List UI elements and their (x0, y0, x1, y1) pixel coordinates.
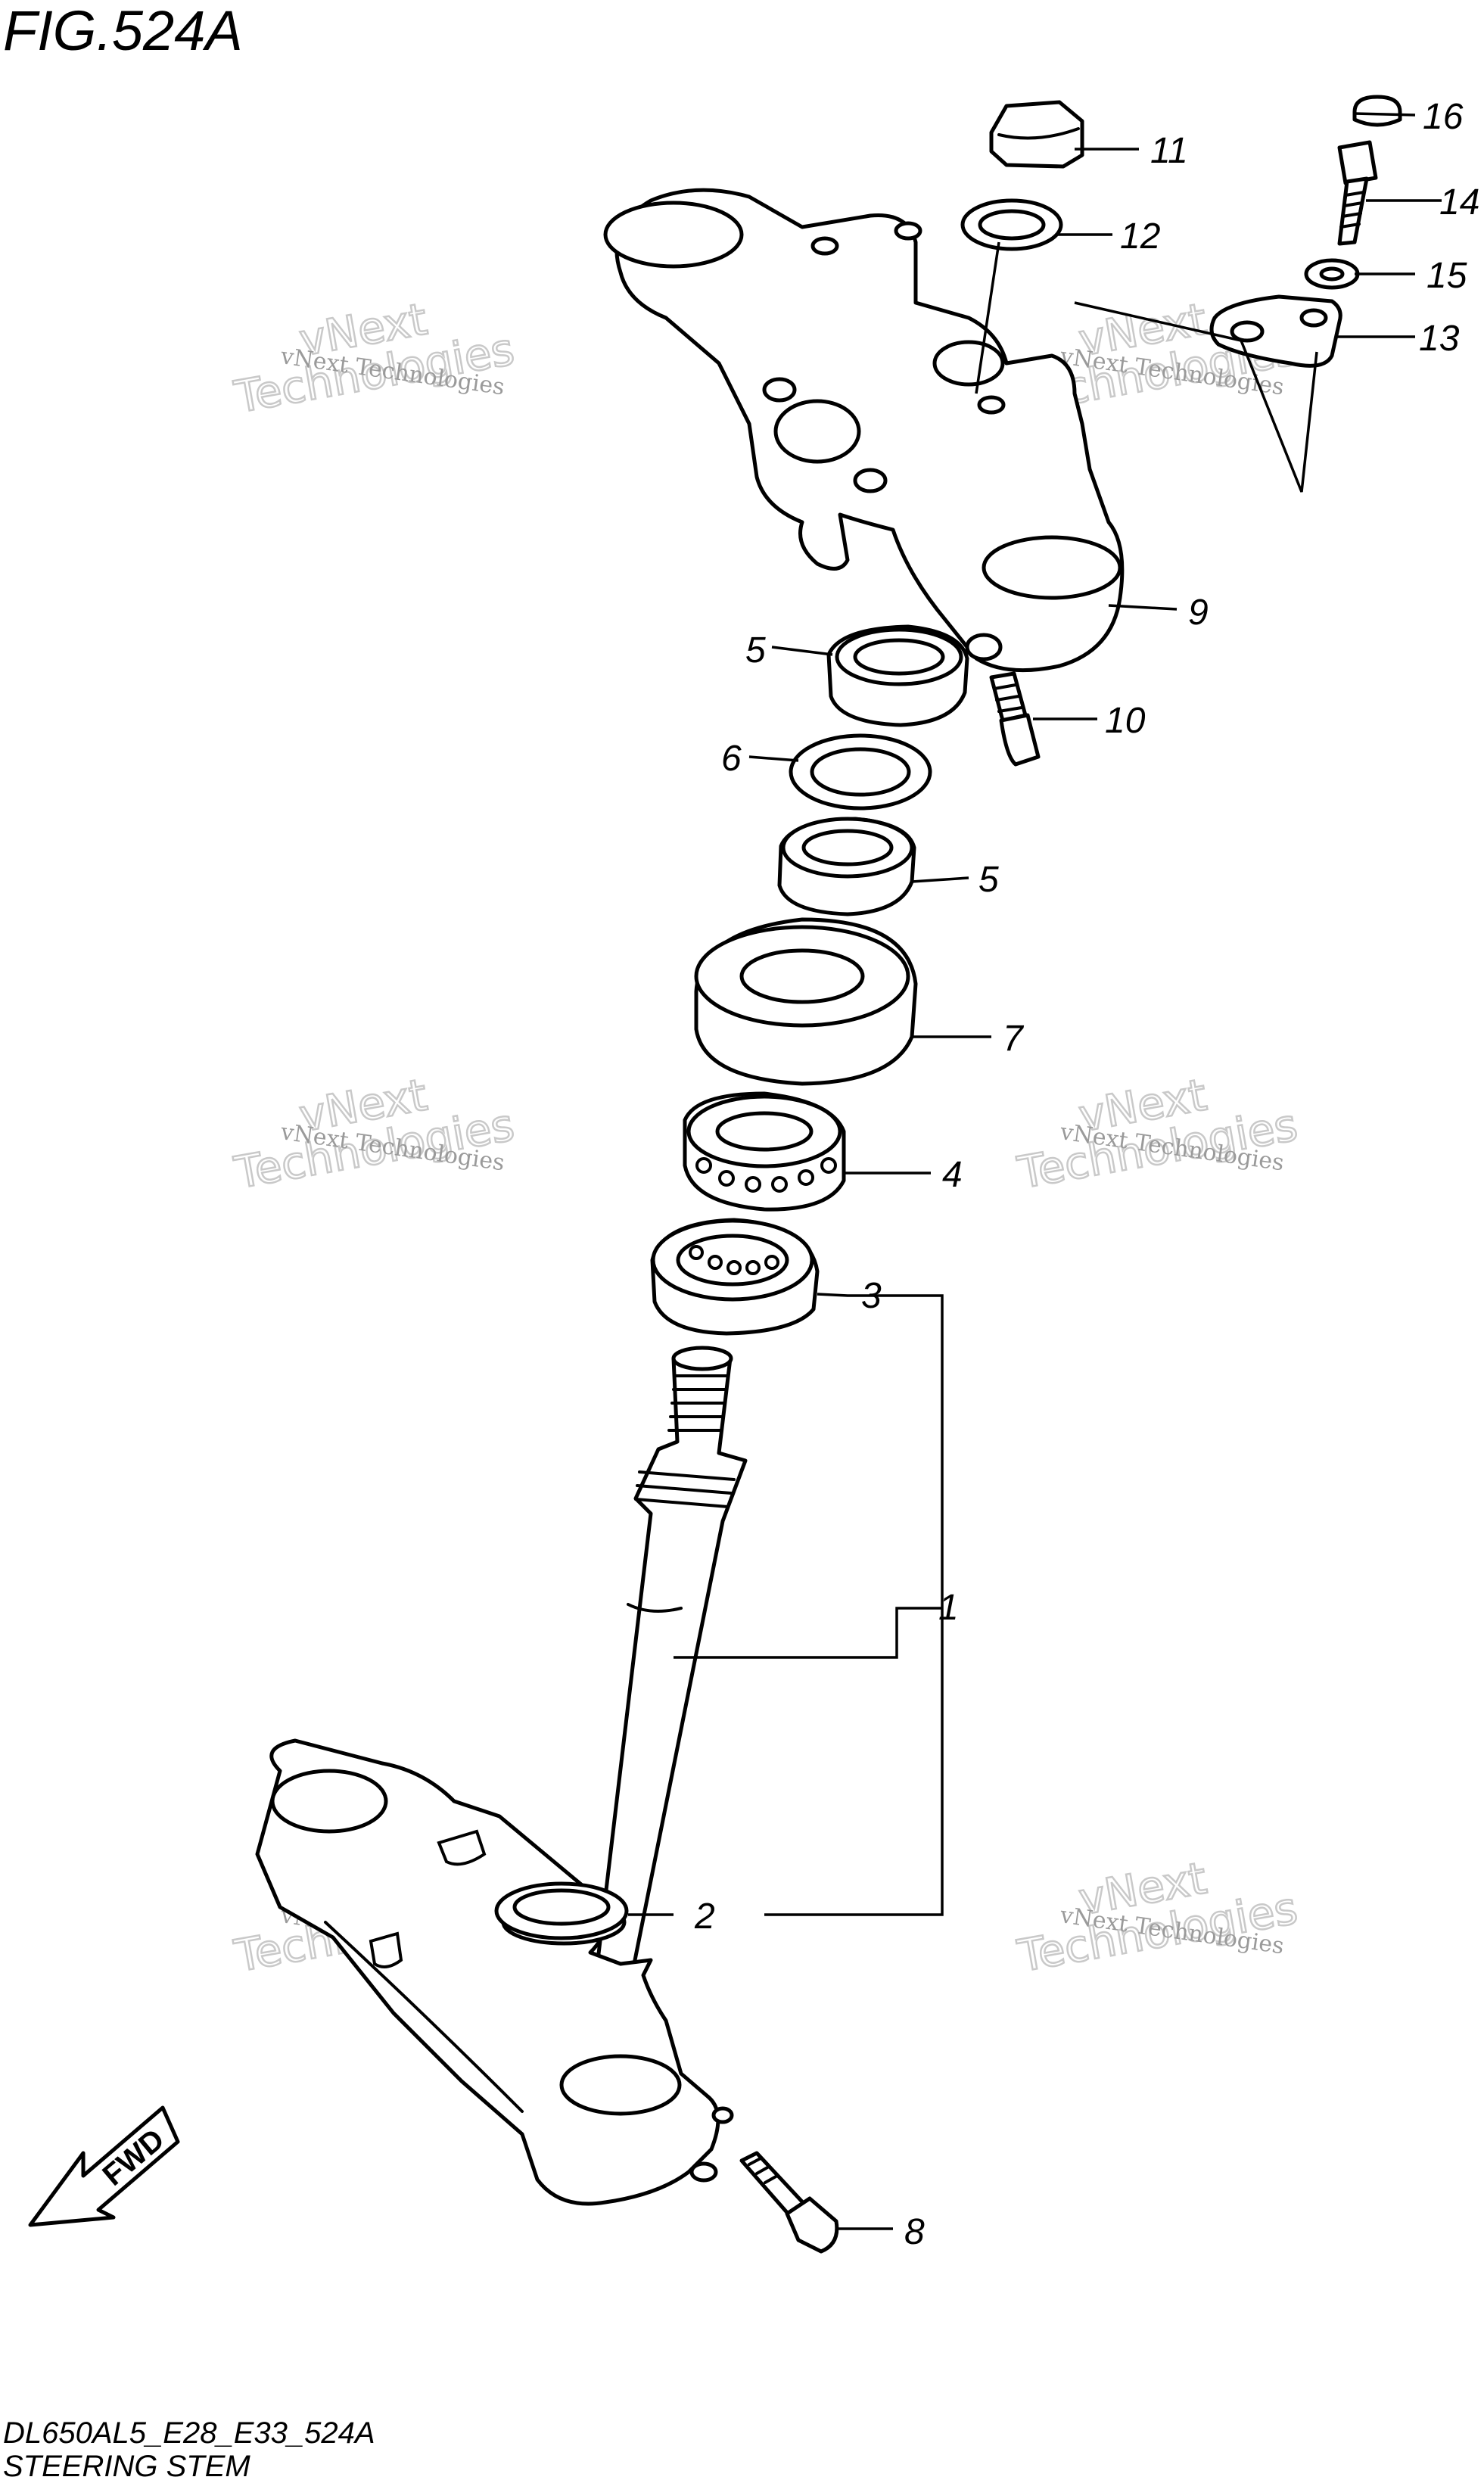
part-11-cap-nut (989, 100, 1084, 169)
callout-1: 1 (938, 1588, 959, 1628)
watermark-bottom-right: Technologies vNext vNext Technologies (1013, 1851, 1302, 1983)
callout-6: 6 (721, 739, 742, 779)
callout-labels: 1 2 3 4 5 6 5 7 8 9 10 11 12 13 14 15 16 (694, 97, 1479, 2252)
callout-15: 15 (1426, 256, 1467, 296)
callout-2: 2 (694, 1897, 715, 1937)
figure-title: FIG.524A (3, 0, 243, 62)
part-6-washer (789, 733, 932, 811)
part-12-washer (960, 198, 1063, 251)
part-10-bolt (989, 671, 1041, 767)
callout-14: 14 (1439, 182, 1479, 222)
part-2-dust-seal (494, 1881, 629, 1940)
part-1-steering-stem (255, 1346, 748, 2206)
callout-7: 7 (1003, 1019, 1025, 1059)
watermark-mid-left: Technologies vNext vNext Technologies (229, 1068, 518, 1200)
callout-5-upper: 5 (745, 630, 766, 671)
callout-12: 12 (1120, 216, 1160, 257)
callout-4: 4 (942, 1155, 963, 1195)
part-9-upper-bracket (603, 188, 1125, 673)
part-15-washer (1304, 258, 1360, 290)
part-5-lock-nut-lower (777, 817, 916, 916)
callout-10: 10 (1105, 701, 1146, 741)
part-5-lock-nut-upper (826, 624, 969, 727)
callout-9: 9 (1188, 593, 1209, 633)
part-4-bearing (683, 1091, 846, 1212)
callout-3: 3 (861, 1276, 882, 1316)
part-8-bolt (739, 2151, 839, 2254)
fwd-direction-badge: FWD (28, 2105, 180, 2227)
part-7-dust-seal (694, 917, 918, 1086)
part-16-cap (1352, 95, 1402, 127)
section-name: STEERING STEM (3, 2450, 250, 2480)
part-14-bolt (1337, 140, 1378, 246)
model-code: DL650AL5_E28_E33_524A (3, 2416, 375, 2450)
callout-8: 8 (904, 2212, 925, 2252)
callout-16: 16 (1423, 97, 1464, 137)
part-3-lower-bearing (650, 1218, 820, 1336)
leader-lines (628, 112, 1442, 2230)
watermark-top-left: Technologies vNext vNext Technologies (229, 292, 518, 424)
watermark-mid-right: Technologies vNext vNext Technologies (1013, 1068, 1302, 1200)
callout-5-lower: 5 (978, 860, 999, 900)
callout-11: 11 (1150, 131, 1188, 171)
callout-13: 13 (1419, 319, 1460, 359)
